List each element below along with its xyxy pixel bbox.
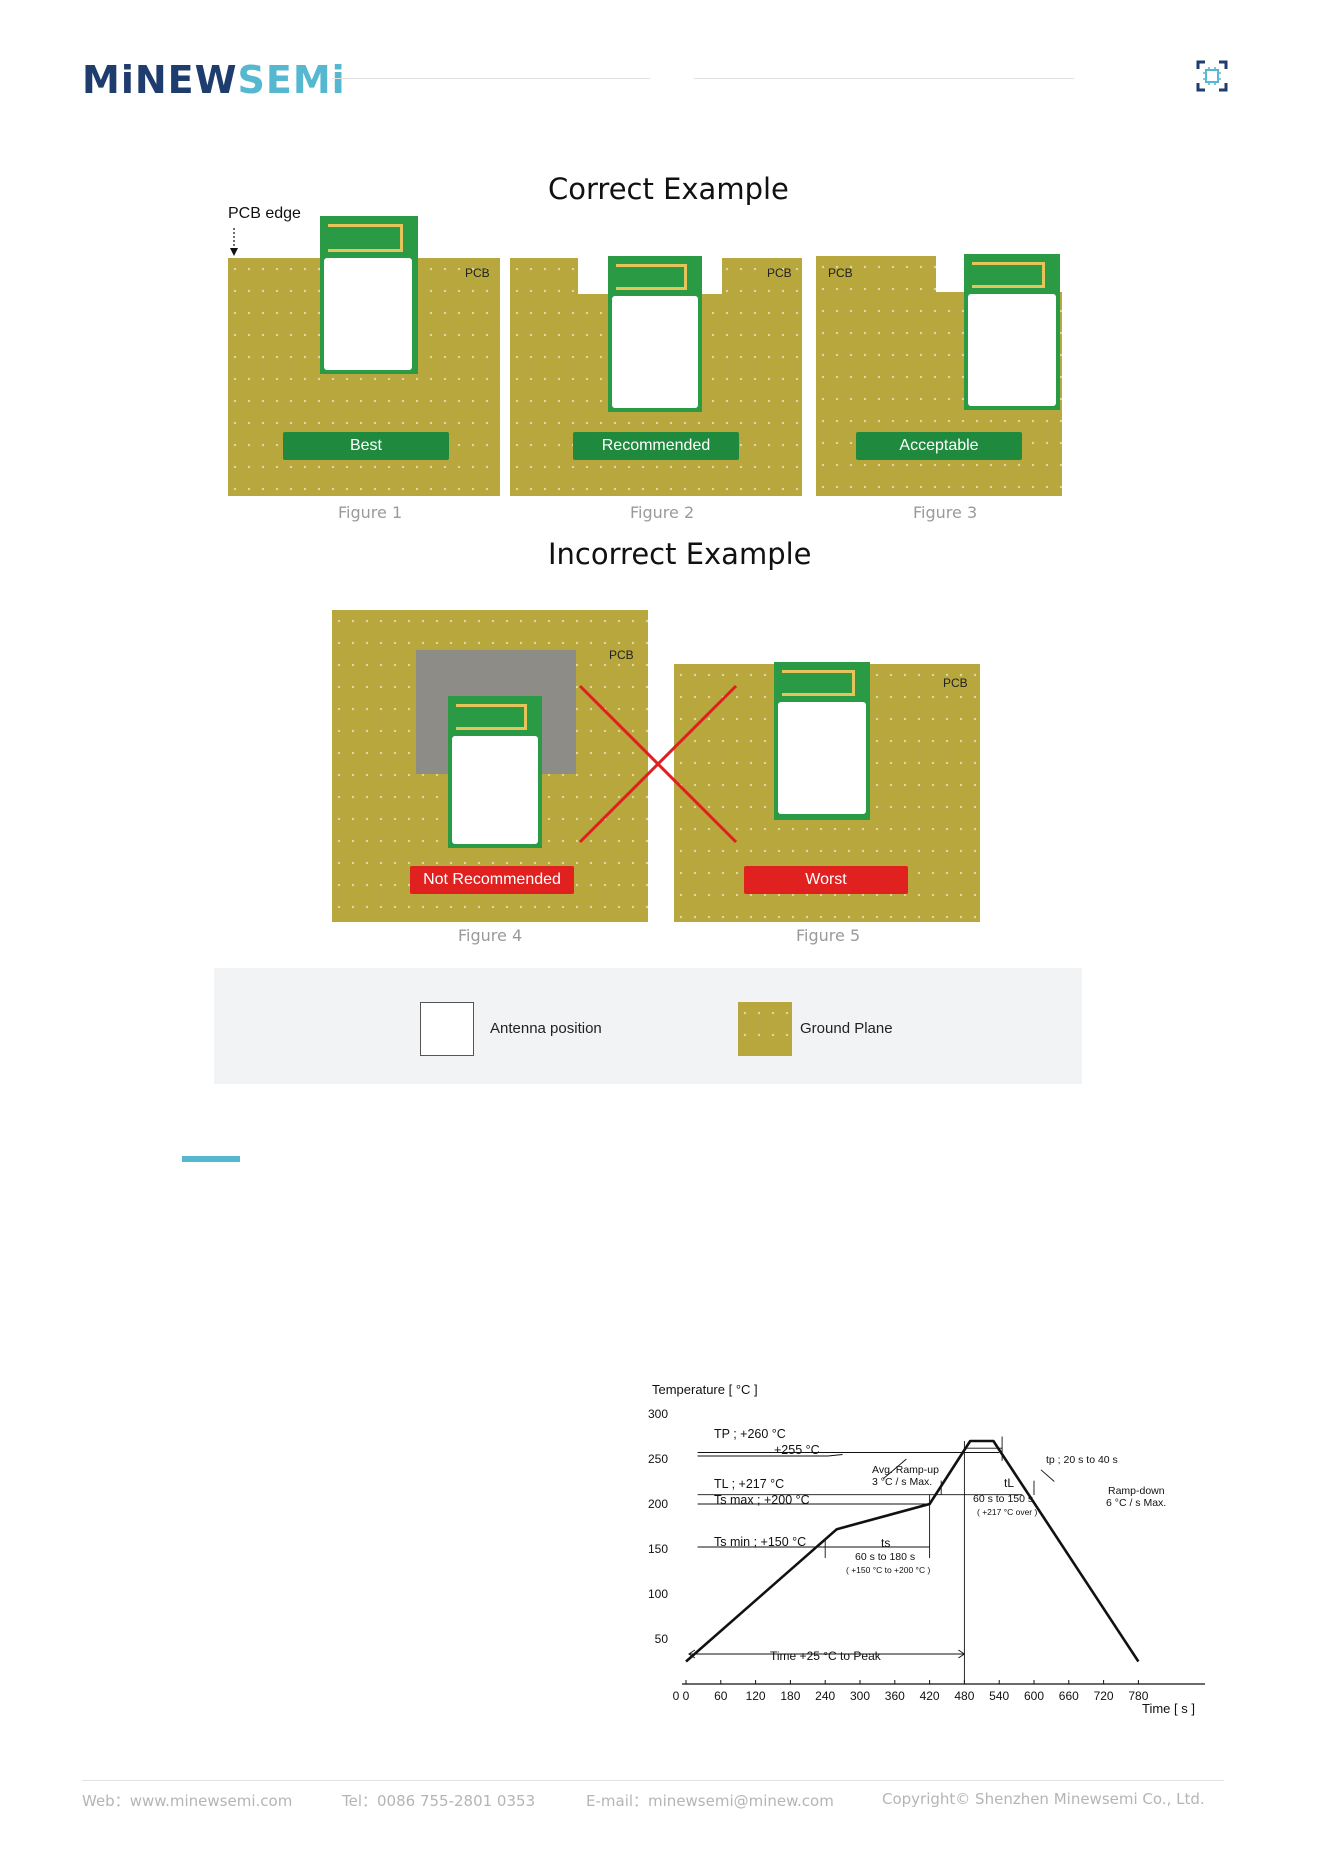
x-tick-label: 240 (815, 1689, 835, 1703)
x-axis-title: Time [ s ] (1142, 1701, 1195, 1716)
ts-label: ts (881, 1536, 890, 1550)
time-to-peak-label: Time +25 °C to Peak (770, 1649, 882, 1663)
antenna-position-swatch (420, 1002, 474, 1056)
avg-ramp-label: Avg. Ramp-up (872, 1464, 939, 1476)
incorrect-cross-mark (578, 684, 738, 844)
header-divider-right (694, 78, 1074, 79)
x-tick-label: 420 (920, 1689, 940, 1703)
pcb-label: PCB (609, 648, 634, 662)
reflow-profile-chart: Temperature [ °C ] Time [ s ] 0 60 120 180 2… (648, 1382, 1205, 1716)
ts-note: ( +150 °C to +200 °C ) (846, 1565, 930, 1575)
tl-range: 60 s to 150 s (973, 1493, 1033, 1505)
y-tick-label: 200 (648, 1497, 668, 1511)
pcb-edge-arrow (230, 228, 238, 256)
x-tick-label: 480 (954, 1689, 974, 1703)
x-tick-label: 600 (1024, 1689, 1044, 1703)
figure4-board: PCB Not Recommended (332, 610, 648, 922)
figure2-module (608, 256, 702, 412)
ts-max-label: Ts max ; +200 °C (714, 1493, 810, 1507)
x-tick-label: 660 (1059, 1689, 1079, 1703)
x-tick-label: 300 (850, 1689, 870, 1703)
antenna-trace (328, 224, 403, 252)
pcb-edge-label: PCB edge (228, 205, 301, 222)
y-tick-label: 100 (648, 1587, 668, 1601)
best-badge: Best (283, 432, 449, 460)
y-tick-label: 250 (648, 1452, 668, 1466)
ground-plane-label: Ground Plane (800, 1020, 893, 1037)
legend-box: Antenna position Ground Plane (214, 968, 1082, 1084)
tp-guide-bend (828, 1454, 843, 1457)
ramp-down-pointer (1040, 1469, 1055, 1482)
antenna-keepout-area (968, 294, 1056, 406)
tp-255-label: +255 °C (774, 1443, 820, 1457)
footer-tel: Tel：0086 755-2801 0353 (342, 1792, 536, 1810)
x-tick-label: 0 (683, 1689, 690, 1703)
figure4-module (448, 696, 542, 848)
correct-example-title: Correct Example (548, 172, 789, 206)
x-tick-label: 720 (1094, 1689, 1114, 1703)
avg-ramp-rate: 3 °C / s Max. (872, 1476, 932, 1488)
tl-label: TL ; +217 °C (714, 1477, 784, 1491)
tl-time-label: tL (1004, 1476, 1014, 1490)
worst-badge: Worst (744, 866, 908, 894)
footer-web: Web：www.minewsemi.com (82, 1792, 293, 1810)
y-tick-label: 0 (673, 1689, 680, 1703)
pcb-label: PCB (767, 266, 792, 280)
antenna-trace (616, 264, 687, 290)
ts-range: 60 s to 180 s (855, 1551, 915, 1563)
figure-2-caption: Figure 2 (630, 503, 695, 522)
x-tick-label: 180 (780, 1689, 800, 1703)
ramp-down-rate: 6 °C / s Max. (1106, 1497, 1166, 1509)
ts-min-label: Ts min ; +150 °C (714, 1535, 806, 1549)
incorrect-example-title: Incorrect Example (548, 537, 812, 571)
tl-note: ( +217 °C over ) (977, 1507, 1037, 1517)
tp-label: TP ; +260 °C (714, 1427, 786, 1441)
not-recommended-badge: Not Recommended (410, 866, 574, 894)
x-tick-label: 120 (746, 1689, 766, 1703)
figure-3-caption: Figure 3 (913, 503, 978, 522)
antenna-position-label: Antenna position (490, 1020, 602, 1037)
x-tick-label: 540 (989, 1689, 1009, 1703)
y-tick-label: 150 (648, 1542, 668, 1556)
antenna-keepout-area (324, 258, 412, 370)
antenna-trace (782, 670, 855, 696)
antenna-trace (972, 262, 1045, 288)
temperature-profile-line (685, 1439, 1140, 1663)
footer-email: E-mail：minewsemi@minew.com (586, 1792, 834, 1810)
pcb-label: PCB (828, 266, 853, 280)
figure-1-caption: Figure 1 (338, 503, 403, 522)
pcb-label: PCB (465, 266, 490, 280)
logo-text-part1: MiNEW (82, 58, 238, 102)
company-logo: MiNEWSEMi (82, 58, 346, 102)
antenna-trace (456, 704, 527, 730)
y-tick-label: 50 (655, 1632, 669, 1646)
chip-icon (1196, 60, 1228, 92)
ramp-down-label: Ramp-down (1108, 1485, 1165, 1497)
y-axis-title: Temperature [ °C ] (652, 1382, 758, 1397)
y-tick-label: 300 (648, 1407, 668, 1421)
avg-ramp-pointer (882, 1458, 907, 1480)
ground-plane-swatch (738, 1002, 792, 1056)
acceptable-badge: Acceptable (856, 432, 1022, 460)
logo-text-part2: SEMi (237, 58, 346, 102)
footer-copyright: Copyright© Shenzhen Minewsemi Co., Ltd. (882, 1790, 1205, 1808)
antenna-keepout-area (612, 296, 698, 408)
figure-4-caption: Figure 4 (458, 926, 523, 945)
footer-divider (82, 1780, 1224, 1781)
antenna-keepout-area (778, 702, 866, 814)
figure1-module (320, 216, 418, 374)
arrow-head (958, 1649, 966, 1659)
header-divider-left (332, 78, 650, 79)
pcb-label: PCB (943, 676, 968, 690)
tp-time-label: tp ; 20 s to 40 s (1046, 1454, 1118, 1466)
x-tick-label: 360 (885, 1689, 905, 1703)
x-tick-label: 60 (714, 1689, 728, 1703)
recommended-badge: Recommended (573, 432, 739, 460)
figure3-module (964, 254, 1060, 410)
section-accent-bar (182, 1156, 240, 1162)
figure-5-caption: Figure 5 (796, 926, 861, 945)
antenna-keepout-area (452, 736, 538, 844)
figure5-module (774, 662, 870, 820)
x-tick-label: 780 (1128, 1689, 1148, 1703)
